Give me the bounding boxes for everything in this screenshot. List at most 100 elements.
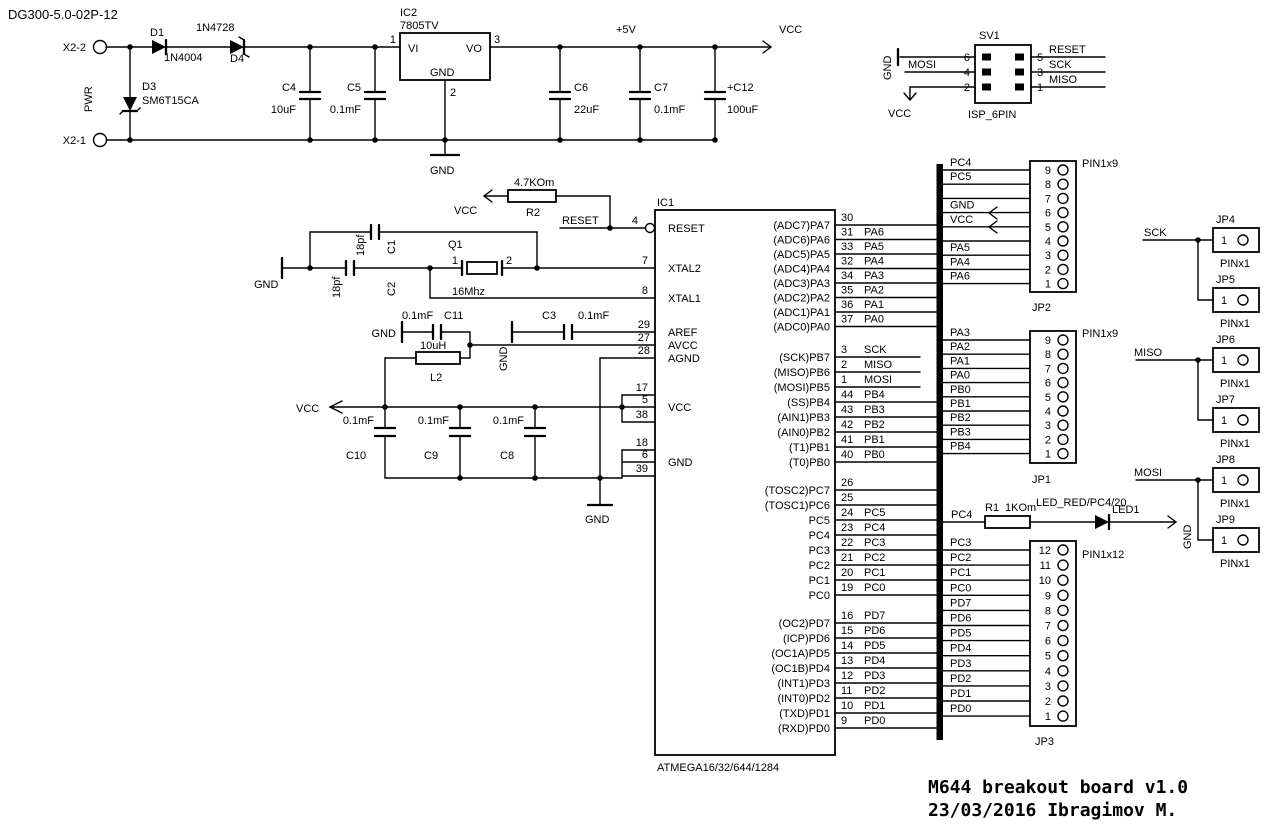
ic1-reset-label: RESET (668, 223, 705, 235)
svg-text:12: 12 (841, 670, 853, 682)
connector-pin-row: PB3 2 (940, 426, 1069, 446)
led-gnd-label: GND (1182, 525, 1194, 550)
connector-pin-row: PC5 8 (940, 171, 1069, 191)
led-wires (942, 515, 1178, 529)
svg-text:(MOSI)PB5: (MOSI)PB5 (774, 382, 830, 394)
svg-text:PA3: PA3 (864, 270, 884, 282)
svg-text:40: 40 (841, 449, 853, 461)
svg-text:PB2: PB2 (950, 412, 971, 424)
c6-value: 22uF (574, 104, 599, 116)
connector-x2-1-pad (92, 132, 108, 148)
svg-text:(ADC0)PA0: (ADC0)PA0 (773, 322, 830, 334)
svg-text:JP7: JP7 (1216, 394, 1235, 406)
ic1-xtal1-label: XTAL1 (668, 293, 701, 305)
svg-text:PC3: PC3 (864, 537, 885, 549)
svg-text:(INT1)PD3: (INT1)PD3 (777, 678, 830, 690)
led1-name: LED1 (1112, 504, 1140, 516)
jp3-body (1029, 540, 1077, 727)
svg-text:33: 33 (841, 241, 853, 253)
ic1-pin-row: (TOSC2)PC7 26 (765, 477, 940, 497)
c10-name: C10 (346, 450, 366, 462)
reset-net-label: RESET (562, 215, 599, 227)
sv1-miso-net: MISO (1049, 74, 1078, 86)
svg-text:22: 22 (841, 537, 853, 549)
signal-bus (936, 164, 943, 740)
svg-text:PB0: PB0 (950, 384, 971, 396)
ic1-pin-row: (OC2)PD7 16 PD7 (779, 610, 940, 630)
connector-pin-row: 4 (940, 235, 1069, 248)
svg-text:30: 30 (841, 212, 853, 224)
svg-text:(T1)PB1: (T1)PB1 (789, 442, 830, 454)
svg-text:1: 1 (1221, 415, 1227, 427)
ic1-aref-label: AREF (668, 327, 698, 339)
svg-text:16: 16 (841, 610, 853, 622)
sv1-mosi-net: MOSI (908, 59, 936, 71)
connector-pin-row: PD7 8 (940, 597, 1069, 617)
jp3-pin-rows: PC3 12 PC2 11 PC1 10 PC0 9 PD7 (940, 537, 1069, 723)
vcc-net-label-left: VCC (296, 403, 319, 415)
crystal-wires (280, 231, 656, 299)
sv1-pin4-number: 4 (964, 67, 970, 79)
ic2-pin-vi: VI (408, 43, 418, 55)
connector-pin-row: PB1 4 (940, 398, 1069, 418)
ic1-section: IC1 ATMEGA16/32/644/1284 RESET 4 XTAL2 7… (632, 197, 940, 774)
svg-text:PA4: PA4 (864, 256, 884, 268)
svg-text:MISO: MISO (864, 359, 893, 371)
ic1-vcc-label: VCC (668, 402, 691, 414)
svg-text:1: 1 (1221, 535, 1227, 547)
jp2-type: PIN1x9 (1082, 158, 1118, 170)
ic1-pin-row: (TOSC1)PC6 25 (765, 492, 940, 512)
capacitor-c6-symbol (548, 46, 572, 141)
svg-text:5: 5 (1045, 392, 1051, 404)
svg-text:PB4: PB4 (864, 389, 885, 401)
svg-text:31: 31 (841, 227, 853, 239)
ic1-pin-row: (MOSI)PB5 1 MOSI (774, 374, 921, 394)
svg-text:10: 10 (841, 700, 853, 712)
capacitor-c11-symbol (431, 323, 443, 341)
svg-text:PA0: PA0 (864, 314, 884, 326)
svg-text:4: 4 (1045, 236, 1051, 248)
svg-text:PC4: PC4 (864, 522, 885, 534)
svg-text:PA0: PA0 (950, 370, 970, 382)
c9-name: C9 (424, 450, 438, 462)
pinx1-header: JP5 1 PINx1 (1197, 274, 1260, 330)
connector-pin-row: PC0 9 (940, 582, 1069, 602)
svg-text:PA4: PA4 (950, 256, 970, 268)
led-net-label: LED_RED/PC4/20 (1036, 497, 1127, 509)
svg-text:(RXD)PD0: (RXD)PD0 (778, 723, 830, 735)
svg-text:35: 35 (841, 285, 853, 297)
reset-inversion-bubble (644, 222, 656, 234)
svg-text:PC3: PC3 (809, 545, 830, 557)
ic1-gnd-pin-39: 39 (636, 463, 648, 475)
connector-pin-row: PA1 7 (940, 355, 1069, 375)
ic1-agnd-label: AGND (668, 353, 700, 365)
ic1-vcc-pin-38: 38 (636, 409, 648, 421)
c5-name: C5 (347, 82, 361, 94)
sv1-gnd-net: GND (882, 56, 894, 81)
ic1-pin-row: PC4 23 PC4 (809, 522, 940, 542)
svg-text:6: 6 (1045, 636, 1051, 648)
svg-text:PB2: PB2 (864, 419, 885, 431)
ic2-gnd-label: GND (430, 165, 455, 177)
svg-text:PC5: PC5 (809, 515, 830, 527)
svg-text:10: 10 (1039, 575, 1051, 587)
reset-wires (482, 189, 646, 231)
ic1-pin-row: (INT0)PD2 11 PD2 (777, 685, 940, 705)
svg-text:PA1: PA1 (950, 355, 970, 367)
q1-name: Q1 (448, 239, 463, 251)
svg-text:PA3: PA3 (950, 327, 970, 339)
svg-text:1: 1 (1045, 711, 1051, 723)
ic1-pin-row: (ADC6)PA6 31 PA6 (773, 227, 940, 247)
connector-pin-row: PD2 3 (940, 673, 1069, 693)
svg-text:12: 12 (1039, 545, 1051, 557)
aux-wires (1135, 237, 1201, 541)
svg-text:PC0: PC0 (950, 582, 971, 594)
svg-text:1: 1 (1045, 279, 1051, 291)
svg-text:19: 19 (841, 582, 853, 594)
ic1-pin-row: (SS)PB4 44 PB4 (787, 389, 940, 409)
svg-text:PD0: PD0 (864, 715, 885, 727)
ic1-vcc-pin-17: 17 (636, 382, 648, 394)
resistor-r2-symbol (507, 189, 557, 203)
capacitor-c2-symbol (344, 259, 356, 277)
